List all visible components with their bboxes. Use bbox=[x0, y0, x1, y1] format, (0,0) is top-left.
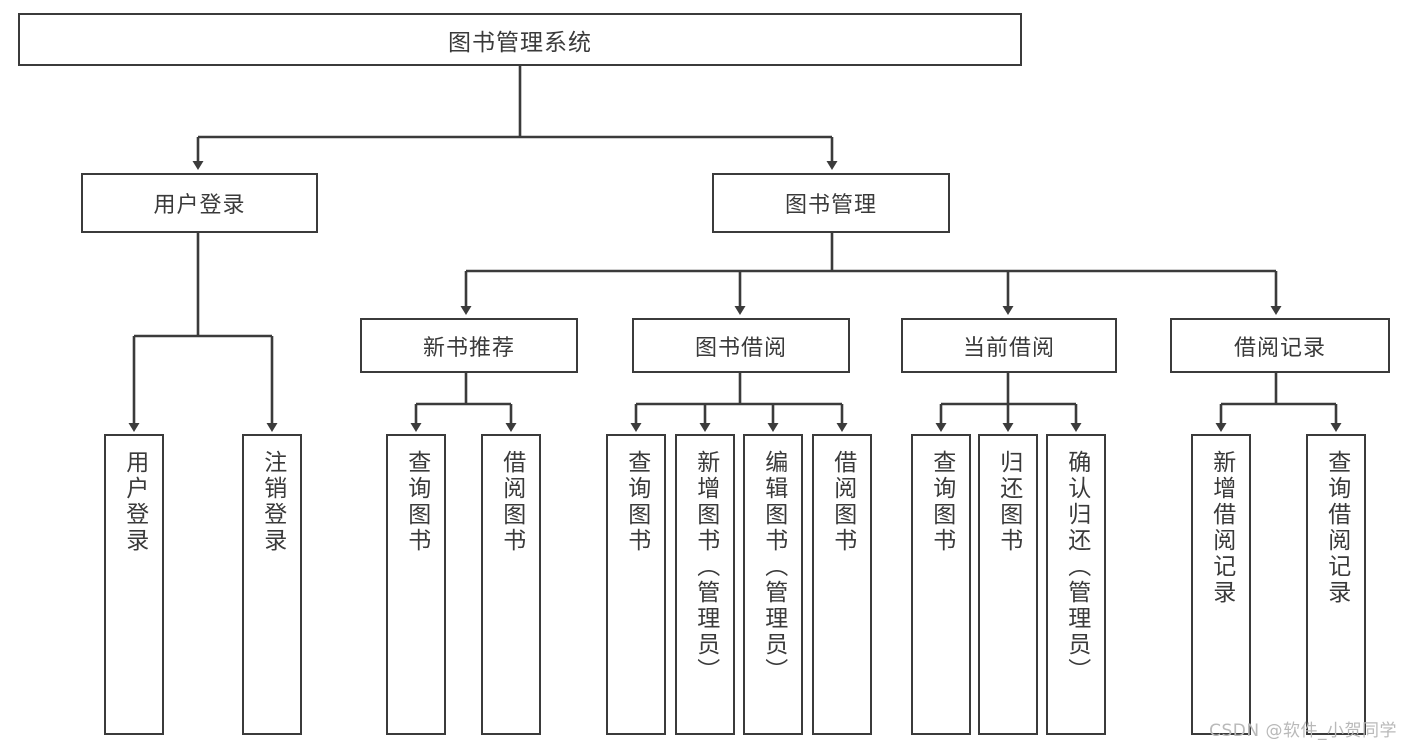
leaf-add-book-admin-label: 新增图书（管理员） bbox=[692, 450, 719, 684]
leaf-confirm-return-admin-label: 确认归还（管理员） bbox=[1063, 450, 1090, 684]
node-borrow-records[interactable]: 借阅记录 bbox=[1170, 318, 1390, 373]
leaf-edit-book-admin[interactable]: 编辑图书（管理员） bbox=[743, 434, 803, 735]
node-borrow-records-label: 借阅记录 bbox=[1233, 335, 1326, 361]
node-book-borrow[interactable]: 图书借阅 bbox=[632, 318, 850, 373]
leaf-query-borrow-record[interactable]: 查询借阅记录 bbox=[1306, 434, 1366, 735]
leaf-query-book-current-label: 查询图书 bbox=[928, 450, 955, 554]
leaf-add-borrow-record[interactable]: 新增借阅记录 bbox=[1191, 434, 1251, 735]
watermark: CSDN @软件_小贺同学 bbox=[1209, 721, 1397, 741]
node-new-book-recommend[interactable]: 新书推荐 bbox=[360, 318, 578, 373]
node-current-borrow-label: 当前借阅 bbox=[962, 335, 1055, 361]
node-new-book-recommend-label: 新书推荐 bbox=[422, 335, 515, 361]
leaf-return-book[interactable]: 归还图书 bbox=[978, 434, 1038, 735]
leaf-query-book-borrow-label: 查询图书 bbox=[623, 450, 650, 554]
leaf-edit-book-admin-label: 编辑图书（管理员） bbox=[760, 450, 787, 684]
leaf-query-book-recommend-label: 查询图书 bbox=[403, 450, 430, 554]
leaf-add-book-admin[interactable]: 新增图书（管理员） bbox=[675, 434, 735, 735]
node-book-borrow-label: 图书借阅 bbox=[694, 335, 787, 361]
leaf-return-book-label: 归还图书 bbox=[995, 450, 1022, 554]
leaf-query-book-current[interactable]: 查询图书 bbox=[911, 434, 971, 735]
leaf-query-book-borrow[interactable]: 查询图书 bbox=[606, 434, 666, 735]
leaf-add-borrow-record-label: 新增借阅记录 bbox=[1208, 450, 1235, 606]
leaf-confirm-return-admin[interactable]: 确认归还（管理员） bbox=[1046, 434, 1106, 735]
node-root[interactable]: 图书管理系统 bbox=[18, 13, 1022, 66]
leaf-borrow-book-recommend[interactable]: 借阅图书 bbox=[481, 434, 541, 735]
node-current-borrow[interactable]: 当前借阅 bbox=[901, 318, 1117, 373]
leaf-user-login[interactable]: 用户登录 bbox=[104, 434, 164, 735]
leaf-logout[interactable]: 注销登录 bbox=[242, 434, 302, 735]
leaf-borrow-book-recommend-label: 借阅图书 bbox=[498, 450, 525, 554]
node-root-label: 图书管理系统 bbox=[448, 29, 592, 56]
leaf-user-login-label: 用户登录 bbox=[121, 450, 148, 554]
leaf-logout-label: 注销登录 bbox=[259, 450, 286, 554]
leaf-borrow-book-label: 借阅图书 bbox=[829, 450, 856, 554]
node-book-management-label: 图书管理 bbox=[784, 193, 877, 218]
leaf-query-book-recommend[interactable]: 查询图书 bbox=[386, 434, 446, 735]
node-user-login-label: 用户登录 bbox=[153, 193, 246, 218]
leaf-borrow-book[interactable]: 借阅图书 bbox=[812, 434, 872, 735]
node-book-management[interactable]: 图书管理 bbox=[712, 173, 950, 233]
node-user-login[interactable]: 用户登录 bbox=[81, 173, 318, 233]
leaf-query-borrow-record-label: 查询借阅记录 bbox=[1323, 450, 1350, 606]
